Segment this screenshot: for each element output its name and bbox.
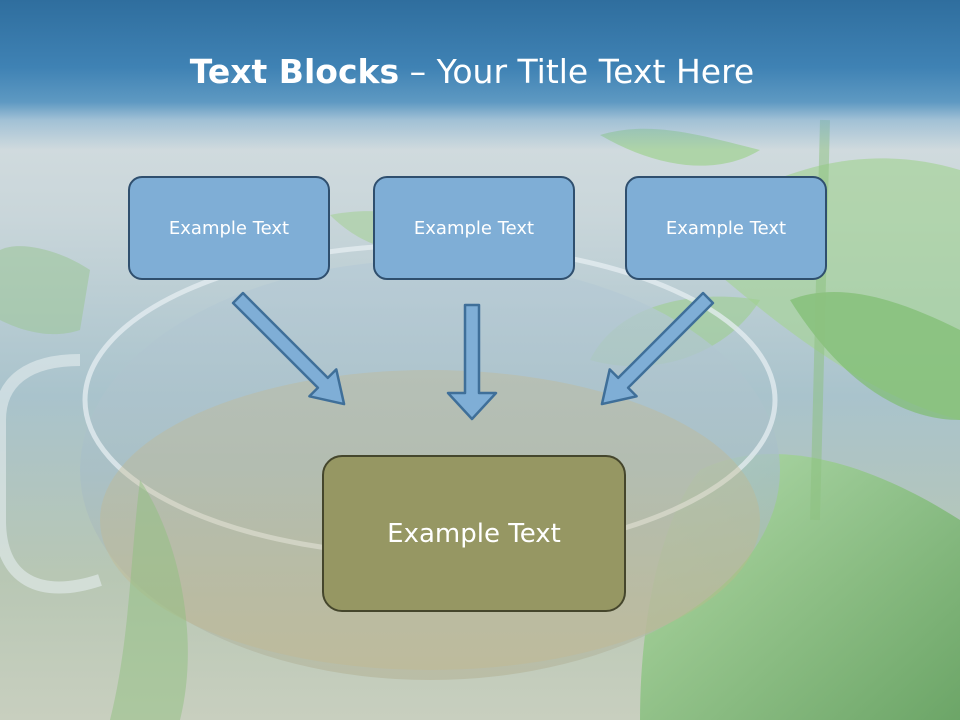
text-block-left-label: Example Text (168, 217, 290, 239)
arrow-center-icon (446, 303, 498, 421)
slide-title: Text Blocks – Your Title Text Here (0, 52, 944, 91)
text-block-right[interactable]: Example Text (625, 176, 827, 280)
arrow-right-icon (600, 291, 715, 406)
title-dash: – (399, 52, 437, 91)
title-bold: Text Blocks (189, 52, 400, 91)
text-block-left[interactable]: Example Text (128, 176, 330, 280)
title-banner (0, 0, 960, 150)
text-block-center-label: Example Text (413, 217, 535, 239)
arrow-left-icon (231, 291, 346, 406)
target-text-block-label: Example Text (387, 518, 561, 549)
text-block-center[interactable]: Example Text (373, 176, 575, 280)
text-block-right-label: Example Text (665, 217, 787, 239)
target-text-block[interactable]: Example Text (322, 455, 626, 612)
title-rest: Your Title Text Here (436, 52, 755, 91)
